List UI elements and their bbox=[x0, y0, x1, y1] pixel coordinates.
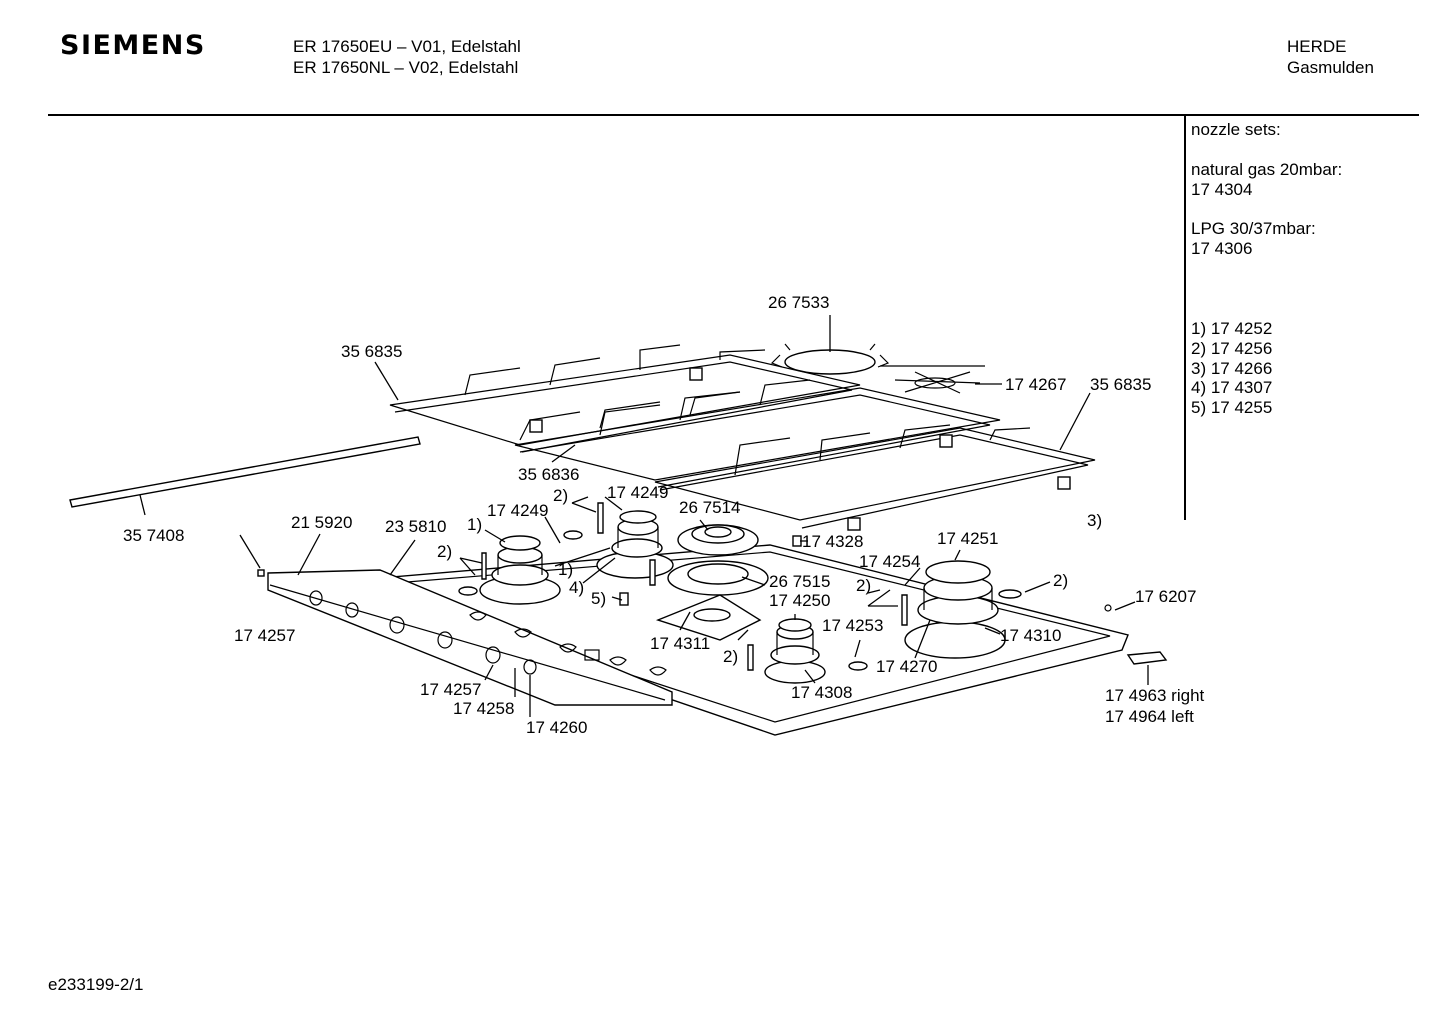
category-line-1: HERDE bbox=[1287, 37, 1347, 56]
natural-gas-label: natural gas 20mbar: bbox=[1191, 160, 1343, 179]
callout-174250: 17 4250 bbox=[769, 591, 830, 610]
marker-4: 4) bbox=[569, 578, 584, 597]
control-panel-strip bbox=[267, 569, 673, 706]
category-line-2: Gasmulden bbox=[1287, 58, 1374, 77]
callout-174249-left: 17 4249 bbox=[487, 501, 548, 520]
callout-174260: 17 4260 bbox=[526, 718, 587, 737]
marker-2-far-right: 2) bbox=[1053, 571, 1068, 590]
leader-lines bbox=[139, 315, 1149, 717]
model-line-1: ER 17650EU – V01, Edelstahl bbox=[293, 37, 521, 56]
wok-ring bbox=[770, 343, 985, 375]
callout-174267: 17 4267 bbox=[1005, 375, 1066, 394]
callout-267514: 26 7514 bbox=[679, 498, 740, 517]
callout-174270: 17 4270 bbox=[876, 657, 937, 676]
callout-174257-bottom: 17 4257 bbox=[420, 680, 481, 699]
numbered-part-4: 4) 17 4307 bbox=[1191, 378, 1273, 397]
pan-support-right bbox=[654, 424, 1096, 529]
marker-2-top: 2) bbox=[553, 486, 568, 505]
star-support bbox=[894, 371, 981, 394]
callout-356836: 35 6836 bbox=[518, 465, 579, 484]
marker-2-left: 2) bbox=[437, 542, 452, 561]
foot bbox=[689, 367, 703, 381]
siemens-logo: SIEMENS bbox=[60, 30, 206, 61]
lpg-label: LPG 30/37mbar: bbox=[1191, 219, 1316, 238]
callout-267515: 26 7515 bbox=[769, 572, 830, 591]
callout-174311: 17 4311 bbox=[650, 634, 710, 653]
callout-356835-left: 35 6835 bbox=[341, 342, 402, 361]
lpg-part: 17 4306 bbox=[1191, 239, 1253, 258]
callout-235810: 23 5810 bbox=[385, 517, 446, 536]
callout-174308: 17 4308 bbox=[791, 683, 852, 702]
callout-176207: 17 6207 bbox=[1135, 587, 1196, 606]
numbered-part-2: 2) 17 4256 bbox=[1191, 339, 1273, 358]
pan-support-middle bbox=[514, 379, 1001, 488]
callout-357408: 35 7408 bbox=[123, 526, 184, 545]
header-divider bbox=[48, 114, 1419, 116]
marker-2-right: 2) bbox=[856, 576, 871, 595]
foot bbox=[939, 434, 953, 448]
sidebar-divider bbox=[1184, 116, 1186, 520]
burner-rear-left bbox=[479, 535, 561, 605]
callout-174258: 17 4258 bbox=[453, 699, 514, 718]
callout-labels: 26 7533 35 6835 17 4267 35 6835 35 6836 … bbox=[123, 293, 1205, 737]
model-line-2: ER 17650NL – V02, Edelstahl bbox=[293, 58, 519, 77]
numbered-part-3: 3) 17 4266 bbox=[1191, 359, 1273, 378]
marker-1-left: 1) bbox=[467, 515, 482, 534]
trim-rod bbox=[69, 436, 421, 508]
wok-burner bbox=[667, 524, 769, 596]
burner-right bbox=[904, 560, 1006, 659]
callout-174254: 17 4254 bbox=[859, 552, 920, 571]
callout-174310: 17 4310 bbox=[1000, 626, 1061, 645]
callout-174251: 17 4251 bbox=[937, 529, 998, 548]
foot bbox=[529, 419, 543, 433]
foot bbox=[847, 517, 861, 531]
document-id: e233199-2/1 bbox=[48, 975, 144, 994]
natural-gas-part: 17 4304 bbox=[1191, 180, 1253, 199]
callout-174249-middle: 17 4249 bbox=[607, 483, 668, 502]
nozzle-sets-title: nozzle sets: bbox=[1191, 120, 1281, 139]
callout-215920: 21 5920 bbox=[291, 513, 352, 532]
callout-267533: 26 7533 bbox=[768, 293, 829, 312]
callout-174253: 17 4253 bbox=[822, 616, 883, 635]
burner-rear-middle bbox=[596, 510, 674, 579]
callout-174963-right: 17 4963 right bbox=[1105, 686, 1205, 705]
marker-3: 3) bbox=[1087, 511, 1102, 530]
callout-174328: 17 4328 bbox=[802, 532, 863, 551]
callout-356835-right: 35 6835 bbox=[1090, 375, 1151, 394]
marker-1-middle: 1) bbox=[558, 560, 573, 579]
foot bbox=[1057, 476, 1071, 490]
burner-front-middle bbox=[655, 594, 826, 684]
callout-174257-left: 17 4257 bbox=[234, 626, 295, 645]
callout-174964-left: 17 4964 left bbox=[1105, 707, 1194, 726]
numbered-part-1: 1) 17 4252 bbox=[1191, 319, 1273, 338]
marker-5: 5) bbox=[591, 589, 606, 608]
marker-2-bottom: 2) bbox=[723, 647, 738, 666]
numbered-part-5: 5) 17 4255 bbox=[1191, 398, 1273, 417]
